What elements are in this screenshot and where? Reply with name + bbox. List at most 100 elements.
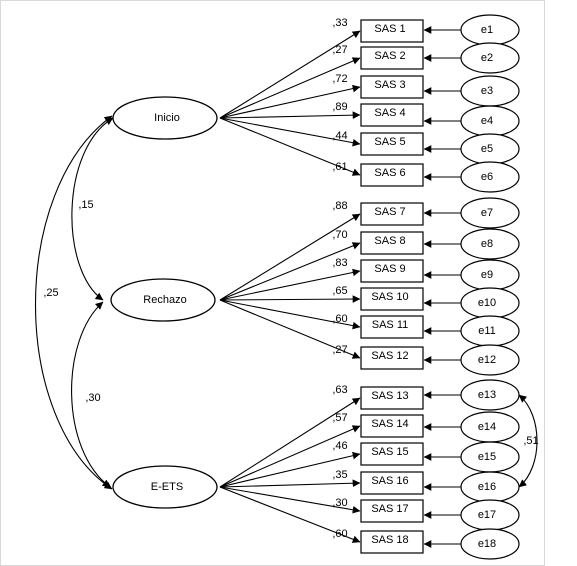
indicator-label: SAS 14: [371, 418, 408, 430]
indicator-rect: [360, 499, 424, 523]
loading-path-14: [219, 425, 361, 488]
loading-label-9: ,83: [332, 257, 347, 269]
indicator-rect: [360, 259, 424, 283]
error-label: e17: [478, 509, 496, 521]
indicator-label: SAS 10: [371, 291, 408, 303]
error-term: e5: [460, 133, 520, 165]
indicator-rect: [360, 530, 424, 554]
indicator-rect: [360, 231, 424, 255]
loading-label-10: ,65: [332, 285, 347, 297]
factor-label: Inicio: [154, 112, 180, 124]
loading-path-12: [219, 299, 361, 359]
loading-path-7: [219, 213, 361, 301]
indicator-label: SAS 6: [374, 167, 405, 179]
loading-label-16: ,35: [332, 469, 347, 481]
loading-path-13: [219, 397, 361, 488]
indicator-box: SAS 4: [360, 103, 424, 127]
correlation-label-f1-f2: ,15: [78, 199, 93, 211]
factor-label: Rechazo: [143, 294, 186, 306]
correlation-label-f1-f3: ,25: [43, 287, 58, 299]
indicator-rect: [360, 442, 424, 466]
indicator-rect: [360, 163, 424, 187]
indicator-box: SAS 9: [360, 259, 424, 283]
error-label: e16: [478, 481, 496, 493]
indicator-rect: [360, 346, 424, 370]
indicator-box: SAS 8: [360, 231, 424, 255]
loading-label-5: ,44: [332, 130, 347, 142]
loading-label-17: ,30: [332, 497, 347, 509]
indicator-label: SAS 16: [371, 475, 408, 487]
loading-label-2: ,27: [332, 44, 347, 56]
loading-label-3: ,72: [332, 73, 347, 85]
loading-label-12: ,27: [332, 344, 347, 356]
indicator-box: SAS 11: [360, 315, 424, 339]
error-label: e2: [481, 52, 493, 64]
error-term: e11: [460, 315, 520, 347]
indicator-box: SAS 1: [360, 19, 424, 43]
loading-path-2: [219, 57, 361, 119]
error-label: e3: [481, 85, 493, 97]
indicator-box: SAS 6: [360, 163, 424, 187]
error-label: e1: [481, 24, 493, 36]
error-label: e10: [478, 297, 496, 309]
loading-label-6: ,61: [332, 161, 347, 173]
error-ellipse: [460, 379, 520, 411]
loading-label-1: ,33: [332, 17, 347, 29]
error-label: e4: [481, 115, 493, 127]
loading-path-5: [219, 117, 361, 147]
factor-label: E-ETS: [151, 481, 183, 493]
error-term: e3: [460, 75, 520, 107]
factor-f2: Rechazo: [110, 278, 216, 322]
factor-ellipse: [112, 96, 218, 140]
error-term: e15: [460, 441, 520, 473]
indicator-label: SAS 7: [374, 206, 405, 218]
correlation-path-f1-f2: [71, 117, 114, 301]
error-label: e13: [478, 389, 496, 401]
error-label: e5: [481, 143, 493, 155]
loading-label-8: ,70: [332, 229, 347, 241]
loading-path-4: [219, 111, 361, 120]
indicator-box: SAS 2: [360, 46, 424, 70]
indicator-rect: [360, 103, 424, 127]
loading-label-18: ,60: [332, 528, 347, 540]
error-term: e17: [460, 499, 520, 531]
error-covariance-label: ,51: [523, 435, 538, 447]
indicator-label: SAS 8: [374, 235, 405, 247]
loading-path-10: [219, 295, 361, 303]
indicator-box: SAS 7: [360, 202, 424, 226]
error-covariance-path: [518, 394, 538, 488]
indicator-rect: [360, 75, 424, 99]
error-label: e8: [481, 238, 493, 250]
indicator-rect: [360, 287, 424, 311]
loading-path-18: [219, 486, 361, 543]
indicator-box: SAS 14: [360, 414, 424, 438]
indicator-label: SAS 11: [372, 319, 409, 331]
error-term: e18: [460, 528, 520, 560]
indicator-label: SAS 3: [374, 79, 405, 91]
factor-f1: Inicio: [112, 96, 218, 140]
error-term: e14: [460, 411, 520, 443]
error-term: e8: [460, 228, 520, 260]
error-ellipse: [460, 344, 520, 376]
factor-ellipse: [110, 278, 216, 322]
loading-label-4: ,89: [332, 101, 347, 113]
correlation-label-f2-f3: ,30: [85, 392, 100, 404]
indicator-label: SAS 2: [374, 50, 405, 62]
error-term: e13: [460, 379, 520, 411]
labels-layer: ,33,27,72,89,44,61,88,70,83,65,60,27,63,…: [43, 17, 538, 540]
indicator-box: SAS 18: [360, 530, 424, 554]
indicator-label: SAS 1: [374, 23, 405, 35]
indicator-label: SAS 15: [371, 446, 408, 458]
error-ellipse: [460, 42, 520, 74]
indicator-rect: [360, 414, 424, 438]
indicator-label: SAS 12: [371, 350, 408, 362]
indicator-box: SAS 17: [360, 499, 424, 523]
loading-path-15: [219, 451, 361, 488]
paths-layer: [34, 26, 538, 548]
error-term: e2: [460, 42, 520, 74]
error-term: e4: [460, 105, 520, 137]
loading-label-15: ,46: [332, 440, 347, 452]
error-ellipse: [460, 197, 520, 229]
